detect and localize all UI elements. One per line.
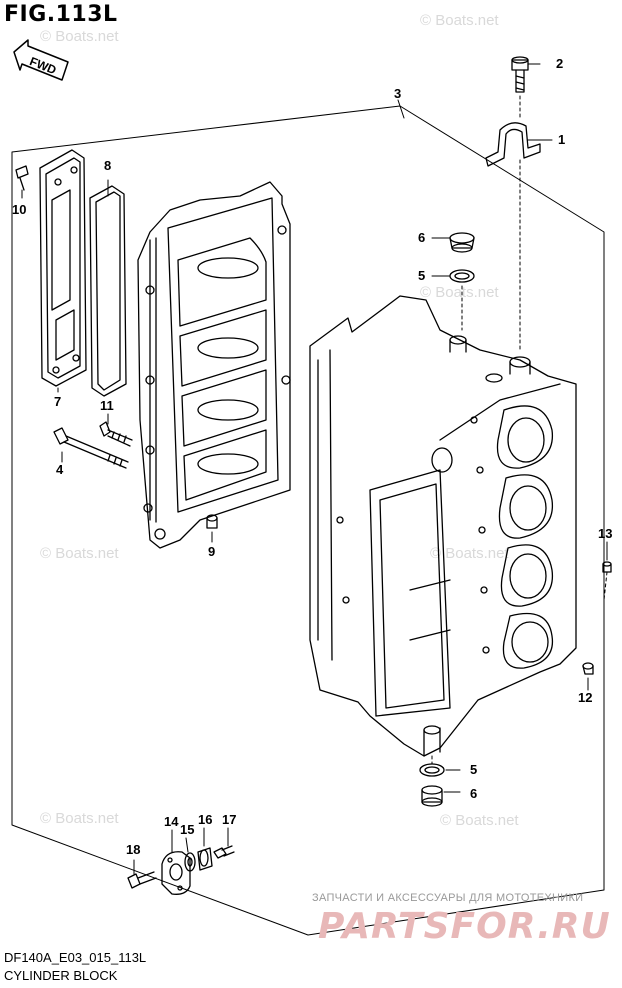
grommet-16 [197, 847, 213, 871]
callout-4: 4 [56, 462, 64, 477]
callout-2: 2 [556, 56, 563, 71]
crankcase-half [137, 181, 291, 549]
washer-5-bottom [419, 763, 445, 777]
screw-17 [213, 845, 235, 859]
plug-6-top [449, 232, 475, 253]
watermark: © Boats.net [420, 284, 499, 301]
watermark: © Boats.net [430, 545, 509, 562]
figure-caption: CYLINDER BLOCK [4, 968, 118, 983]
callout-5-bottom: 5 [470, 762, 477, 777]
washer-5-top [449, 269, 475, 283]
promo-tagline: ЗАПЧАСТИ И АКСЕССУАРЫ ДЛЯ МОТОТЕХНИКИ [312, 892, 584, 904]
watermark: © Boats.net [40, 810, 119, 827]
cover-plate [39, 149, 87, 387]
callout-9: 9 [208, 544, 215, 559]
watermark: © Boats.net [40, 545, 119, 562]
leader-lines [21, 63, 608, 875]
plug-6-bottom [421, 785, 443, 807]
callout-13: 13 [598, 526, 612, 541]
gasket [89, 185, 127, 397]
model-code: DF140A_E03_015_113L [4, 950, 147, 965]
callout-12: 12 [578, 690, 592, 705]
screw-12 [582, 662, 594, 675]
dowel-pin-9 [206, 514, 218, 529]
figure-title: FIG.113L [4, 2, 118, 27]
clamp-bracket [485, 122, 541, 167]
callout-8: 8 [104, 158, 111, 173]
callout-10: 10 [12, 202, 26, 217]
callout-15: 15 [180, 822, 194, 837]
callout-3: 3 [394, 86, 401, 101]
callout-labels: 1 2 3 4 5 5 6 6 7 8 9 10 11 12 13 14 15 … [12, 56, 612, 857]
callout-5-top: 5 [418, 268, 425, 283]
anode-plate-14 [161, 851, 191, 895]
screw-18 [127, 871, 157, 889]
callout-6-top: 6 [418, 230, 425, 245]
callout-17: 17 [222, 812, 236, 827]
callout-6-bottom: 6 [470, 786, 477, 801]
callout-1: 1 [558, 132, 565, 147]
callout-18: 18 [126, 842, 140, 857]
watermark: © Boats.net [40, 28, 119, 45]
callout-14: 14 [164, 814, 179, 829]
callout-16: 16 [198, 812, 212, 827]
bolt-10 [15, 165, 29, 191]
fwd-arrow-icon: FWD [13, 39, 69, 81]
cylinder-block [309, 295, 577, 757]
bolt-11 [99, 421, 133, 447]
bolt-4 [53, 427, 129, 469]
promo-logo: PARTSFOR.RU [318, 906, 611, 947]
callout-11: 11 [100, 398, 114, 413]
bolt-2 [511, 56, 529, 93]
gasket-15 [184, 852, 196, 872]
watermark: © Boats.net [420, 12, 499, 29]
watermark: © Boats.net [440, 812, 519, 829]
callout-7: 7 [54, 394, 61, 409]
assembly-frame [11, 105, 605, 936]
